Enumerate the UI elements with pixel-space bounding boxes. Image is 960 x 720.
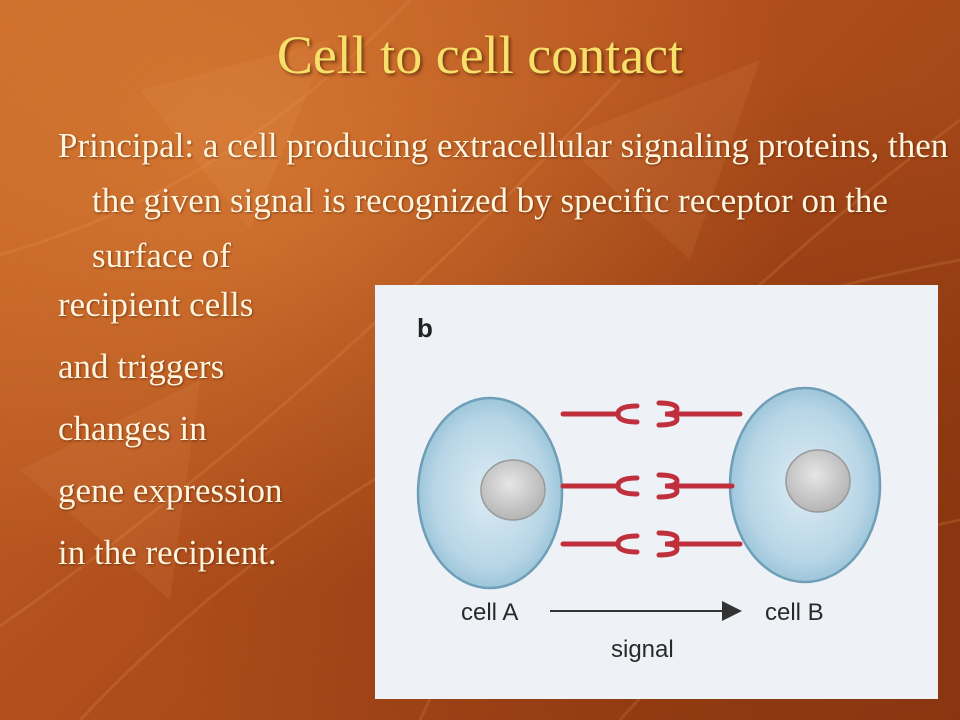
cell-contact-figure: b cell A: [375, 285, 938, 699]
continuation-lines: recipient cells and triggers changes in …: [58, 274, 378, 584]
continuation-line-5: in the recipient.: [58, 533, 277, 572]
cell-a-label: cell A: [461, 599, 518, 626]
continuation-line-3: changes in: [58, 409, 207, 448]
signal-receptor-pairs: [560, 400, 743, 558]
cell-b: [728, 386, 882, 584]
cell-a-nucleus: [480, 459, 546, 521]
continuation-line-4: gene expression: [58, 471, 283, 510]
cell-b-nucleus: [785, 449, 851, 513]
panel-label: b: [417, 313, 433, 343]
cell-b-label: cell B: [765, 599, 824, 626]
signal-label: signal: [611, 636, 674, 663]
continuation-line-2: and triggers: [58, 347, 225, 386]
principal-paragraph: Principal: a cell producing extracellula…: [58, 126, 949, 275]
slide-title: Cell to cell contact: [276, 25, 684, 85]
continuation-line-1: recipient cells: [58, 285, 254, 324]
cell-a: [416, 396, 564, 590]
